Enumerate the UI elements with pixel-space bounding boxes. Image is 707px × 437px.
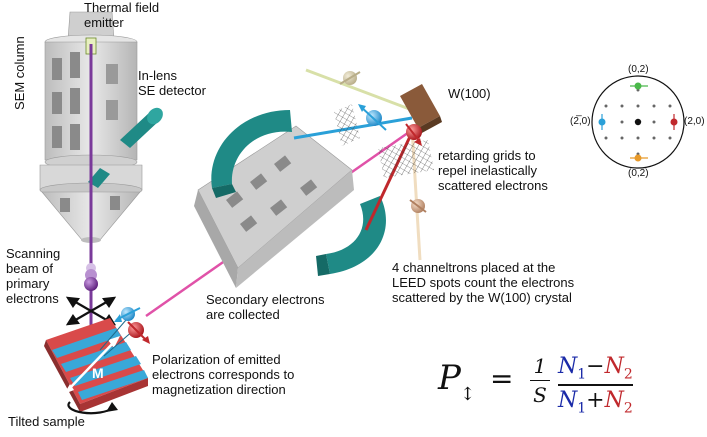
leed-pattern [591,75,685,169]
label-magnetization: M [92,365,104,381]
formula-minus: − [586,354,605,379]
formula-sub2-den: 2 [623,400,633,417]
label-in-lens-se-detector: In-lens SE detector [138,68,206,98]
primary-electrons [84,263,98,291]
formula-fraction: N1−N2 N1+N2 [558,354,633,416]
leed-label-left: (2̅,0) [570,116,591,127]
label-tilted-sample: Tilted sample [8,414,85,429]
formula-sub2: 2 [623,366,633,383]
formula-n1: N [558,354,578,379]
leed-label-right: (2,0) [684,116,705,127]
label-thermal-field-emitter: Thermal field emitter [84,0,160,30]
w100-crystal [400,84,442,134]
leed-label-top: (0,2) [628,64,649,75]
label-w100: W(100) [448,86,491,101]
formula-denominator: N1+N2 [558,387,633,417]
red-scattered-path [364,127,416,231]
label-scanning-beam: Scanning beam of primary electrons [6,246,61,306]
emitted-electrons [99,307,150,357]
channeltrons [211,110,386,276]
formula-arrow: ↕ [460,384,476,405]
label-channeltrons: 4 channeltrons placed at the LEED spots … [392,260,575,305]
formula-plus: + [586,387,605,413]
formula-n2-den: N [604,387,624,413]
leed-label-left-text: (2̅,0) [570,116,591,127]
label-retarding-grids: retarding grids to repel inelastically s… [438,148,548,193]
scattered-electrons [339,71,427,213]
formula-n1-den: N [558,387,578,413]
formula-p: P [438,358,461,398]
retarding-grid-top [334,104,360,146]
label-sem-column: SEM column [12,36,27,110]
diffraction-path-top [305,68,413,112]
formula-s: S [533,383,547,407]
formula-sub1-den: 1 [577,400,587,417]
formula-equals: = [490,362,514,395]
formula-n2: N [604,354,624,379]
formula-sub1: 1 [577,366,587,383]
label-secondary-electrons: Secondary electrons are collected [206,292,325,322]
sem-column [39,11,163,243]
tilted-sample [44,318,148,415]
electron-collector [194,125,354,288]
leed-label-bottom: (0,2) [628,168,649,179]
formula-numerator: N1−N2 [558,354,633,383]
label-polarization: Polarization of emitted electrons corres… [152,352,295,397]
formula-one: 1 [533,354,547,378]
scanning-arrows-icon [65,296,117,326]
retarding-grid-right [378,140,434,178]
formula-prefactor: 1 S [530,354,550,407]
